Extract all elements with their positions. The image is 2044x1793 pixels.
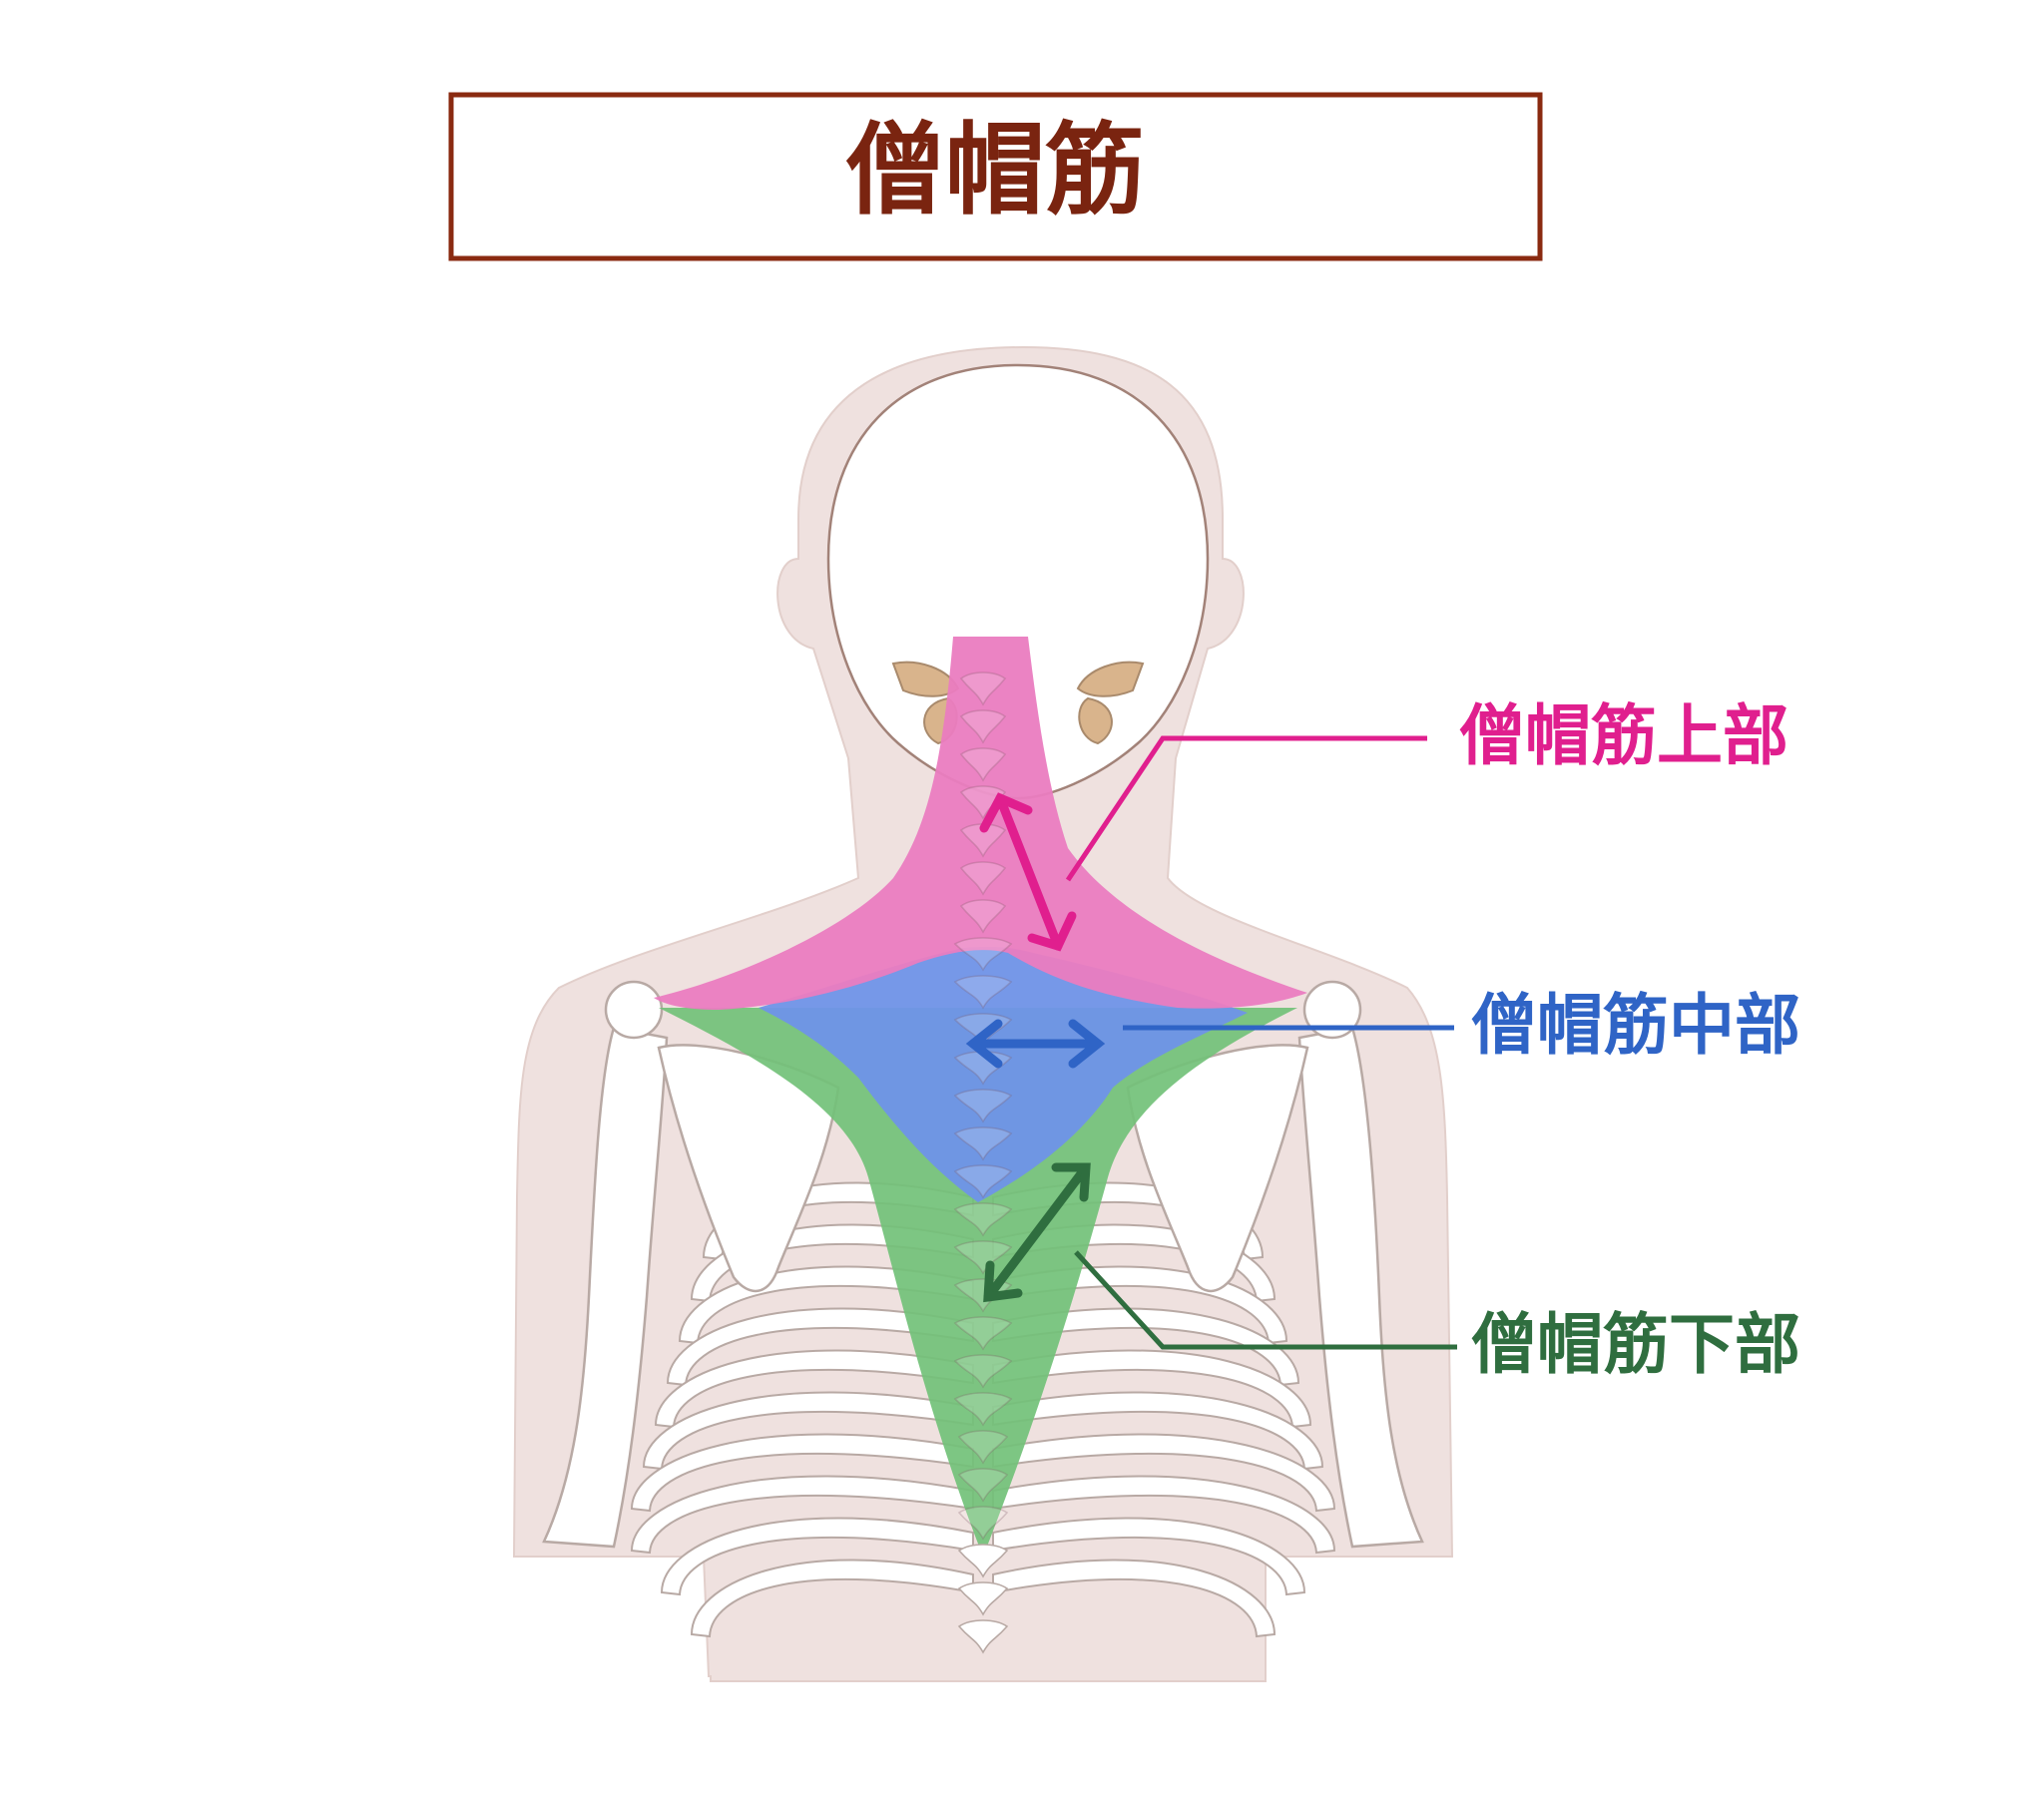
vertebra bbox=[959, 747, 1007, 782]
lower-trapezius-region bbox=[659, 1008, 1297, 1557]
vertebra bbox=[953, 1164, 1013, 1199]
vertebra bbox=[959, 709, 1007, 744]
middle-arrow bbox=[965, 1019, 1106, 1069]
vertebra bbox=[953, 1392, 1013, 1427]
vertebra bbox=[953, 1316, 1013, 1351]
vertebra bbox=[953, 1089, 1013, 1123]
rib bbox=[654, 1349, 974, 1429]
rib bbox=[992, 1433, 1336, 1513]
rib bbox=[992, 1475, 1336, 1555]
rib bbox=[642, 1391, 974, 1471]
vertebra bbox=[953, 937, 1013, 972]
vertebra bbox=[959, 899, 1007, 934]
part-labels: 僧帽筋上部 僧帽筋中部 僧帽筋下部 bbox=[1459, 697, 1800, 1383]
middle-label: 僧帽筋中部 bbox=[1471, 987, 1800, 1064]
vertebra bbox=[959, 672, 1007, 706]
rib bbox=[690, 1559, 974, 1638]
trapezius-muscle bbox=[654, 637, 1307, 1557]
rib bbox=[630, 1475, 974, 1555]
vertebra bbox=[957, 1468, 1009, 1503]
upper-leader-line bbox=[1065, 735, 1427, 882]
vertebra bbox=[957, 1430, 1009, 1465]
vertebra bbox=[957, 1544, 1009, 1578]
rib bbox=[992, 1559, 1277, 1638]
leader-lines bbox=[1065, 735, 1457, 1350]
vertebra bbox=[953, 1202, 1013, 1237]
spine bbox=[953, 672, 1013, 1654]
rib bbox=[992, 1391, 1324, 1471]
rib bbox=[660, 1517, 974, 1596]
rib bbox=[992, 1307, 1300, 1387]
vertebra bbox=[953, 1126, 1013, 1161]
rib bbox=[992, 1517, 1306, 1596]
vertebra bbox=[957, 1619, 1009, 1654]
vertebra bbox=[953, 1240, 1013, 1275]
direction-arrows bbox=[965, 792, 1106, 1303]
upper-label: 僧帽筋上部 bbox=[1459, 697, 1788, 774]
rib bbox=[666, 1307, 974, 1387]
title-text: 僧帽筋 bbox=[845, 112, 1145, 228]
vertebra bbox=[953, 1354, 1013, 1389]
title-box: 僧帽筋 bbox=[448, 92, 1543, 261]
rib bbox=[630, 1433, 974, 1513]
vertebra bbox=[957, 1581, 1009, 1616]
middle-trapezius-region bbox=[759, 946, 1248, 1202]
vertebra bbox=[957, 1506, 1009, 1541]
arm-bones bbox=[542, 980, 1424, 1549]
upper-trapezius-region bbox=[654, 637, 1307, 1010]
lower-leader-line bbox=[1074, 1250, 1457, 1350]
lower-label: 僧帽筋下部 bbox=[1471, 1306, 1800, 1383]
vertebra bbox=[953, 975, 1013, 1010]
scapulae bbox=[657, 1044, 1309, 1293]
lower-arrow bbox=[983, 1162, 1091, 1303]
rib bbox=[992, 1349, 1312, 1429]
upper-arrow bbox=[979, 792, 1077, 952]
vertebra bbox=[959, 861, 1007, 896]
